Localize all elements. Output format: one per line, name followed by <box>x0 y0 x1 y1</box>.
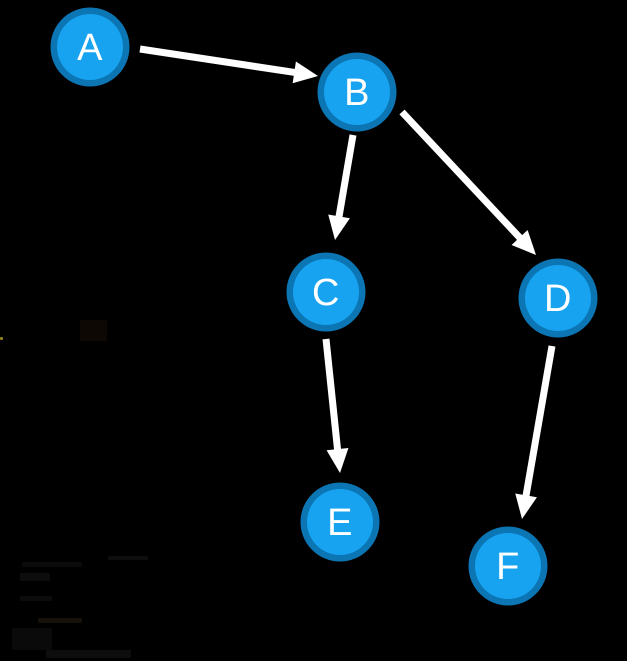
screen-artifact <box>80 320 107 341</box>
node-C[interactable]: C <box>286 252 366 332</box>
arrowhead-icon <box>328 214 350 240</box>
screen-artifact <box>38 618 82 623</box>
arrowhead-icon <box>326 447 349 473</box>
arrowhead-icon <box>511 229 536 255</box>
edge-line <box>139 45 298 77</box>
edge-B-C[interactable] <box>328 134 357 240</box>
node-label: C <box>312 272 340 314</box>
edge-line <box>322 338 342 453</box>
screen-artifact <box>108 556 148 560</box>
arrowhead-icon <box>292 61 318 84</box>
node-inner-circle <box>324 59 390 125</box>
node-label: B <box>344 72 370 114</box>
node-E[interactable]: E <box>300 482 380 562</box>
node-F[interactable]: F <box>468 526 548 606</box>
screen-artifact <box>12 628 52 650</box>
node-label: F <box>496 546 520 588</box>
screen-artifact <box>20 596 52 601</box>
node-A[interactable]: A <box>50 7 130 87</box>
edge-D-F[interactable] <box>515 345 556 519</box>
edge-C-E[interactable] <box>322 338 349 473</box>
edge-B-D[interactable] <box>399 109 536 255</box>
node-label: D <box>544 278 572 320</box>
edge-A-B[interactable] <box>139 45 318 84</box>
node-inner-circle <box>293 259 359 325</box>
screen-artifact <box>22 562 82 567</box>
node-D[interactable]: D <box>518 258 598 338</box>
node-label: A <box>77 27 103 69</box>
arrowhead-icon <box>515 493 537 519</box>
edge-line <box>399 109 525 243</box>
node-inner-circle <box>475 533 541 599</box>
node-inner-circle <box>525 265 591 331</box>
node-inner-circle <box>307 489 373 555</box>
screen-artifact <box>20 573 50 581</box>
node-B[interactable]: B <box>317 52 397 132</box>
stray-pixel-artifact <box>0 337 3 340</box>
node-inner-circle <box>57 14 123 80</box>
node-label: E <box>327 502 353 544</box>
edge-line <box>522 345 556 499</box>
edge-line <box>335 134 357 220</box>
screen-artifact <box>46 650 131 658</box>
